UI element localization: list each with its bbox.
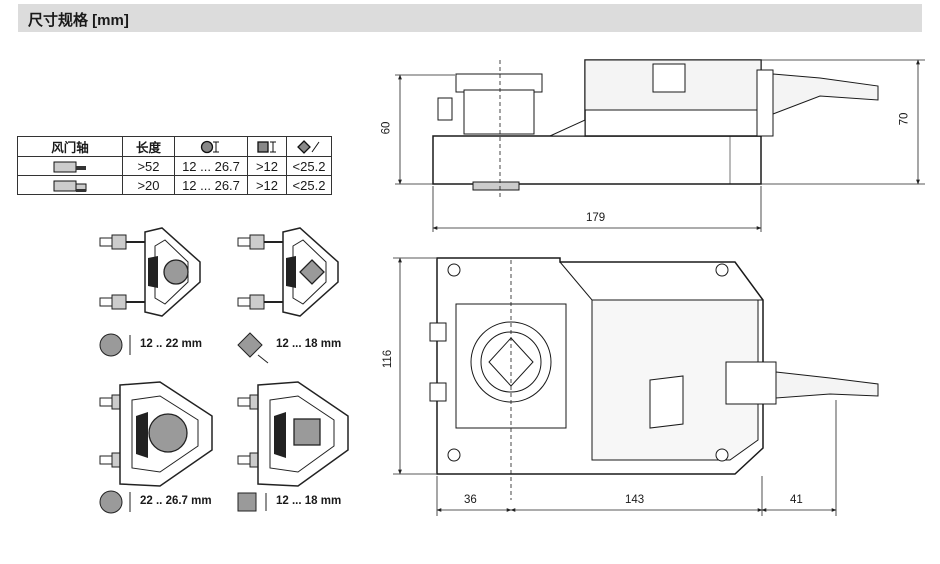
clamp-round-small [99, 227, 201, 317]
header-square-shaft [247, 136, 287, 157]
dim-body-length: 143 [625, 494, 645, 506]
dim-length-side: 179 [586, 212, 606, 224]
dim-width-top: 116 [382, 349, 395, 369]
diamond-range-cell: <25.2 [286, 175, 332, 195]
actuator-top-view [429, 257, 879, 500]
shaft-cell [17, 175, 123, 195]
table-row: >20 12 ... 26.7 >12 <25.2 [17, 175, 332, 195]
table-row: >52 12 ... 26.7 >12 <25.2 [17, 156, 332, 176]
round-range-cell: 12 ... 26.7 [174, 175, 248, 195]
square-range-cell: >12 [247, 175, 287, 195]
caption-square-diagonal: 12 ... 18 mm [276, 338, 342, 350]
dim-cable-offset: 41 [790, 494, 803, 506]
clamp-square [237, 381, 349, 487]
round-shaft-icon [200, 140, 219, 153]
caption-icons [99, 332, 269, 514]
diamond-shaft-icon [237, 332, 263, 358]
dim-height-total: 70 [898, 112, 911, 126]
long-shaft-icon [53, 180, 87, 192]
table-header-row: 风门轴 长度 [17, 136, 332, 157]
caption-round-small: 12 .. 22 mm [140, 338, 203, 350]
dim-offset-left: 36 [464, 494, 477, 506]
round-shaft-icon [99, 490, 123, 514]
section-title: 尺寸规格 [mm] [28, 12, 129, 29]
diamond-shaft-icon [297, 139, 320, 154]
caption-round-large: 22 .. 26.7 mm [140, 495, 212, 507]
diamond-range-cell: <25.2 [286, 156, 332, 176]
caption-square: 12 ... 18 mm [276, 495, 342, 507]
actuator-side-view [432, 59, 879, 200]
short-shaft-icon [53, 161, 86, 173]
square-shaft-icon [237, 492, 257, 512]
section-header: 尺寸规格 [mm] [18, 4, 922, 32]
clamp-square-diagonal [237, 227, 339, 317]
round-shaft-icon [99, 333, 123, 357]
clamp-round-large [99, 381, 213, 487]
dimension-lines [393, 59, 925, 516]
dim-height-side: 60 [380, 121, 393, 135]
square-shaft-icon [257, 141, 276, 153]
shaft-spec-table: 风门轴 长度 [17, 136, 332, 195]
